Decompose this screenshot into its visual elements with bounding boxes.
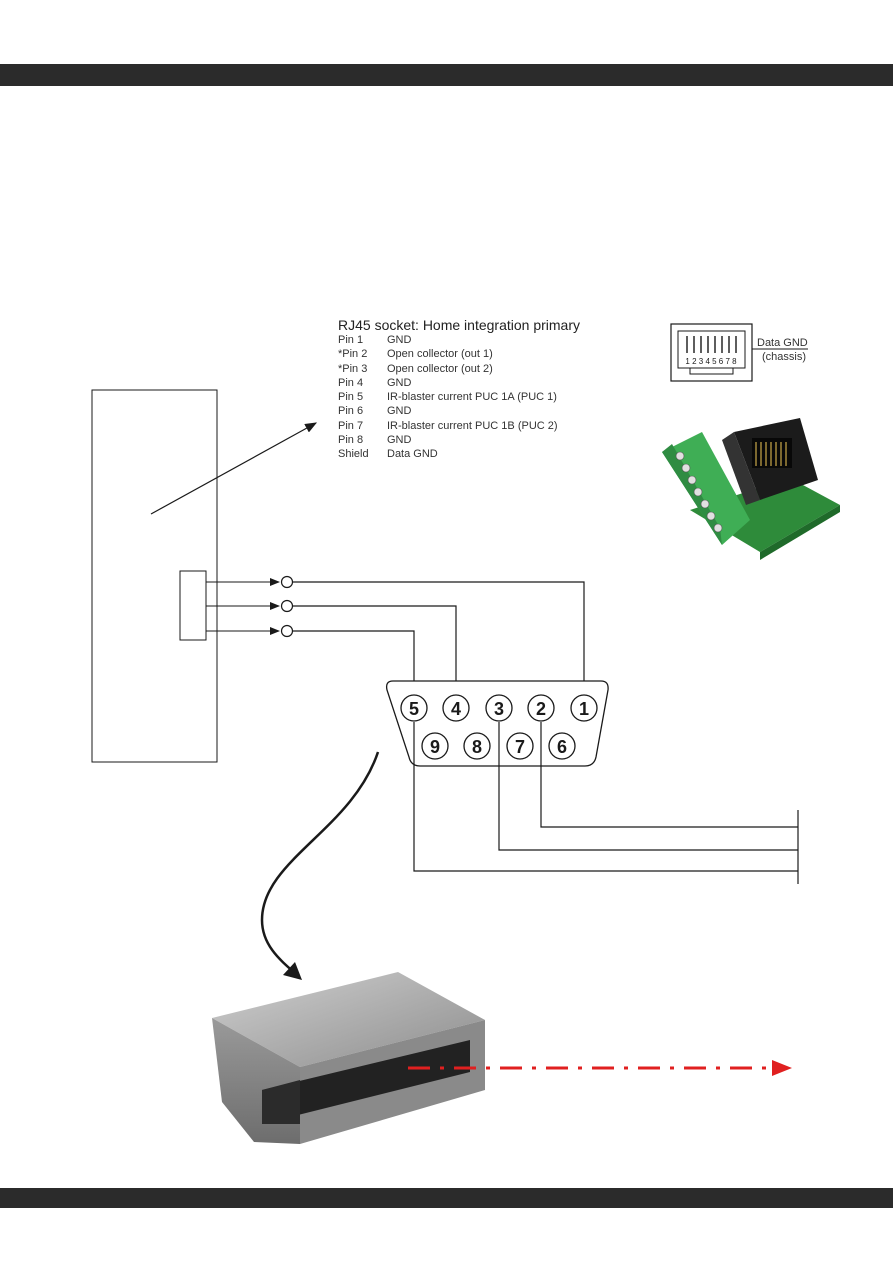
curved-arrow-head <box>283 962 302 980</box>
db9-pin-3-label: 3 <box>494 699 504 719</box>
rj45-socket-schematic: 1 2 3 4 5 6 7 8 <box>670 323 808 382</box>
main-unit-box <box>91 389 218 763</box>
db9-pin-9-label: 9 <box>430 737 440 757</box>
db9-top-row <box>400 694 598 722</box>
chassis-label: (chassis) <box>762 351 807 363</box>
pointer-arrow <box>150 422 318 515</box>
wires-to-db9 <box>293 581 585 697</box>
interface-box-image <box>212 972 485 1144</box>
rj45-title: RJ45 socket: Home integration primary <box>338 317 580 333</box>
footer-bar <box>0 1188 893 1208</box>
output-arrows <box>206 578 280 635</box>
db9-pin-2-label: 2 <box>536 699 546 719</box>
terminal-circles <box>280 575 294 638</box>
db9-pin-1-label: 1 <box>579 699 589 719</box>
db9-pin-4-label: 4 <box>451 699 461 719</box>
wires-out <box>413 722 799 884</box>
signal-arrow-head <box>772 1060 792 1076</box>
unit-connector-block <box>179 570 207 641</box>
db9-bottom-row <box>421 732 576 760</box>
data-gnd-label: Data GND <box>757 337 808 349</box>
socket-pin-numbers: 1 2 3 4 5 6 7 8 <box>685 357 737 366</box>
db9-connector-shell <box>385 680 609 767</box>
db9-pin-6-label: 6 <box>557 737 567 757</box>
db9-pin-8-label: 8 <box>472 737 482 757</box>
db9-pin-5-label: 5 <box>409 699 419 719</box>
rj45-breakout-board-image <box>662 418 840 560</box>
curved-arrow <box>260 751 380 975</box>
db9-pin-7-label: 7 <box>515 737 525 757</box>
header-bar <box>0 64 893 86</box>
